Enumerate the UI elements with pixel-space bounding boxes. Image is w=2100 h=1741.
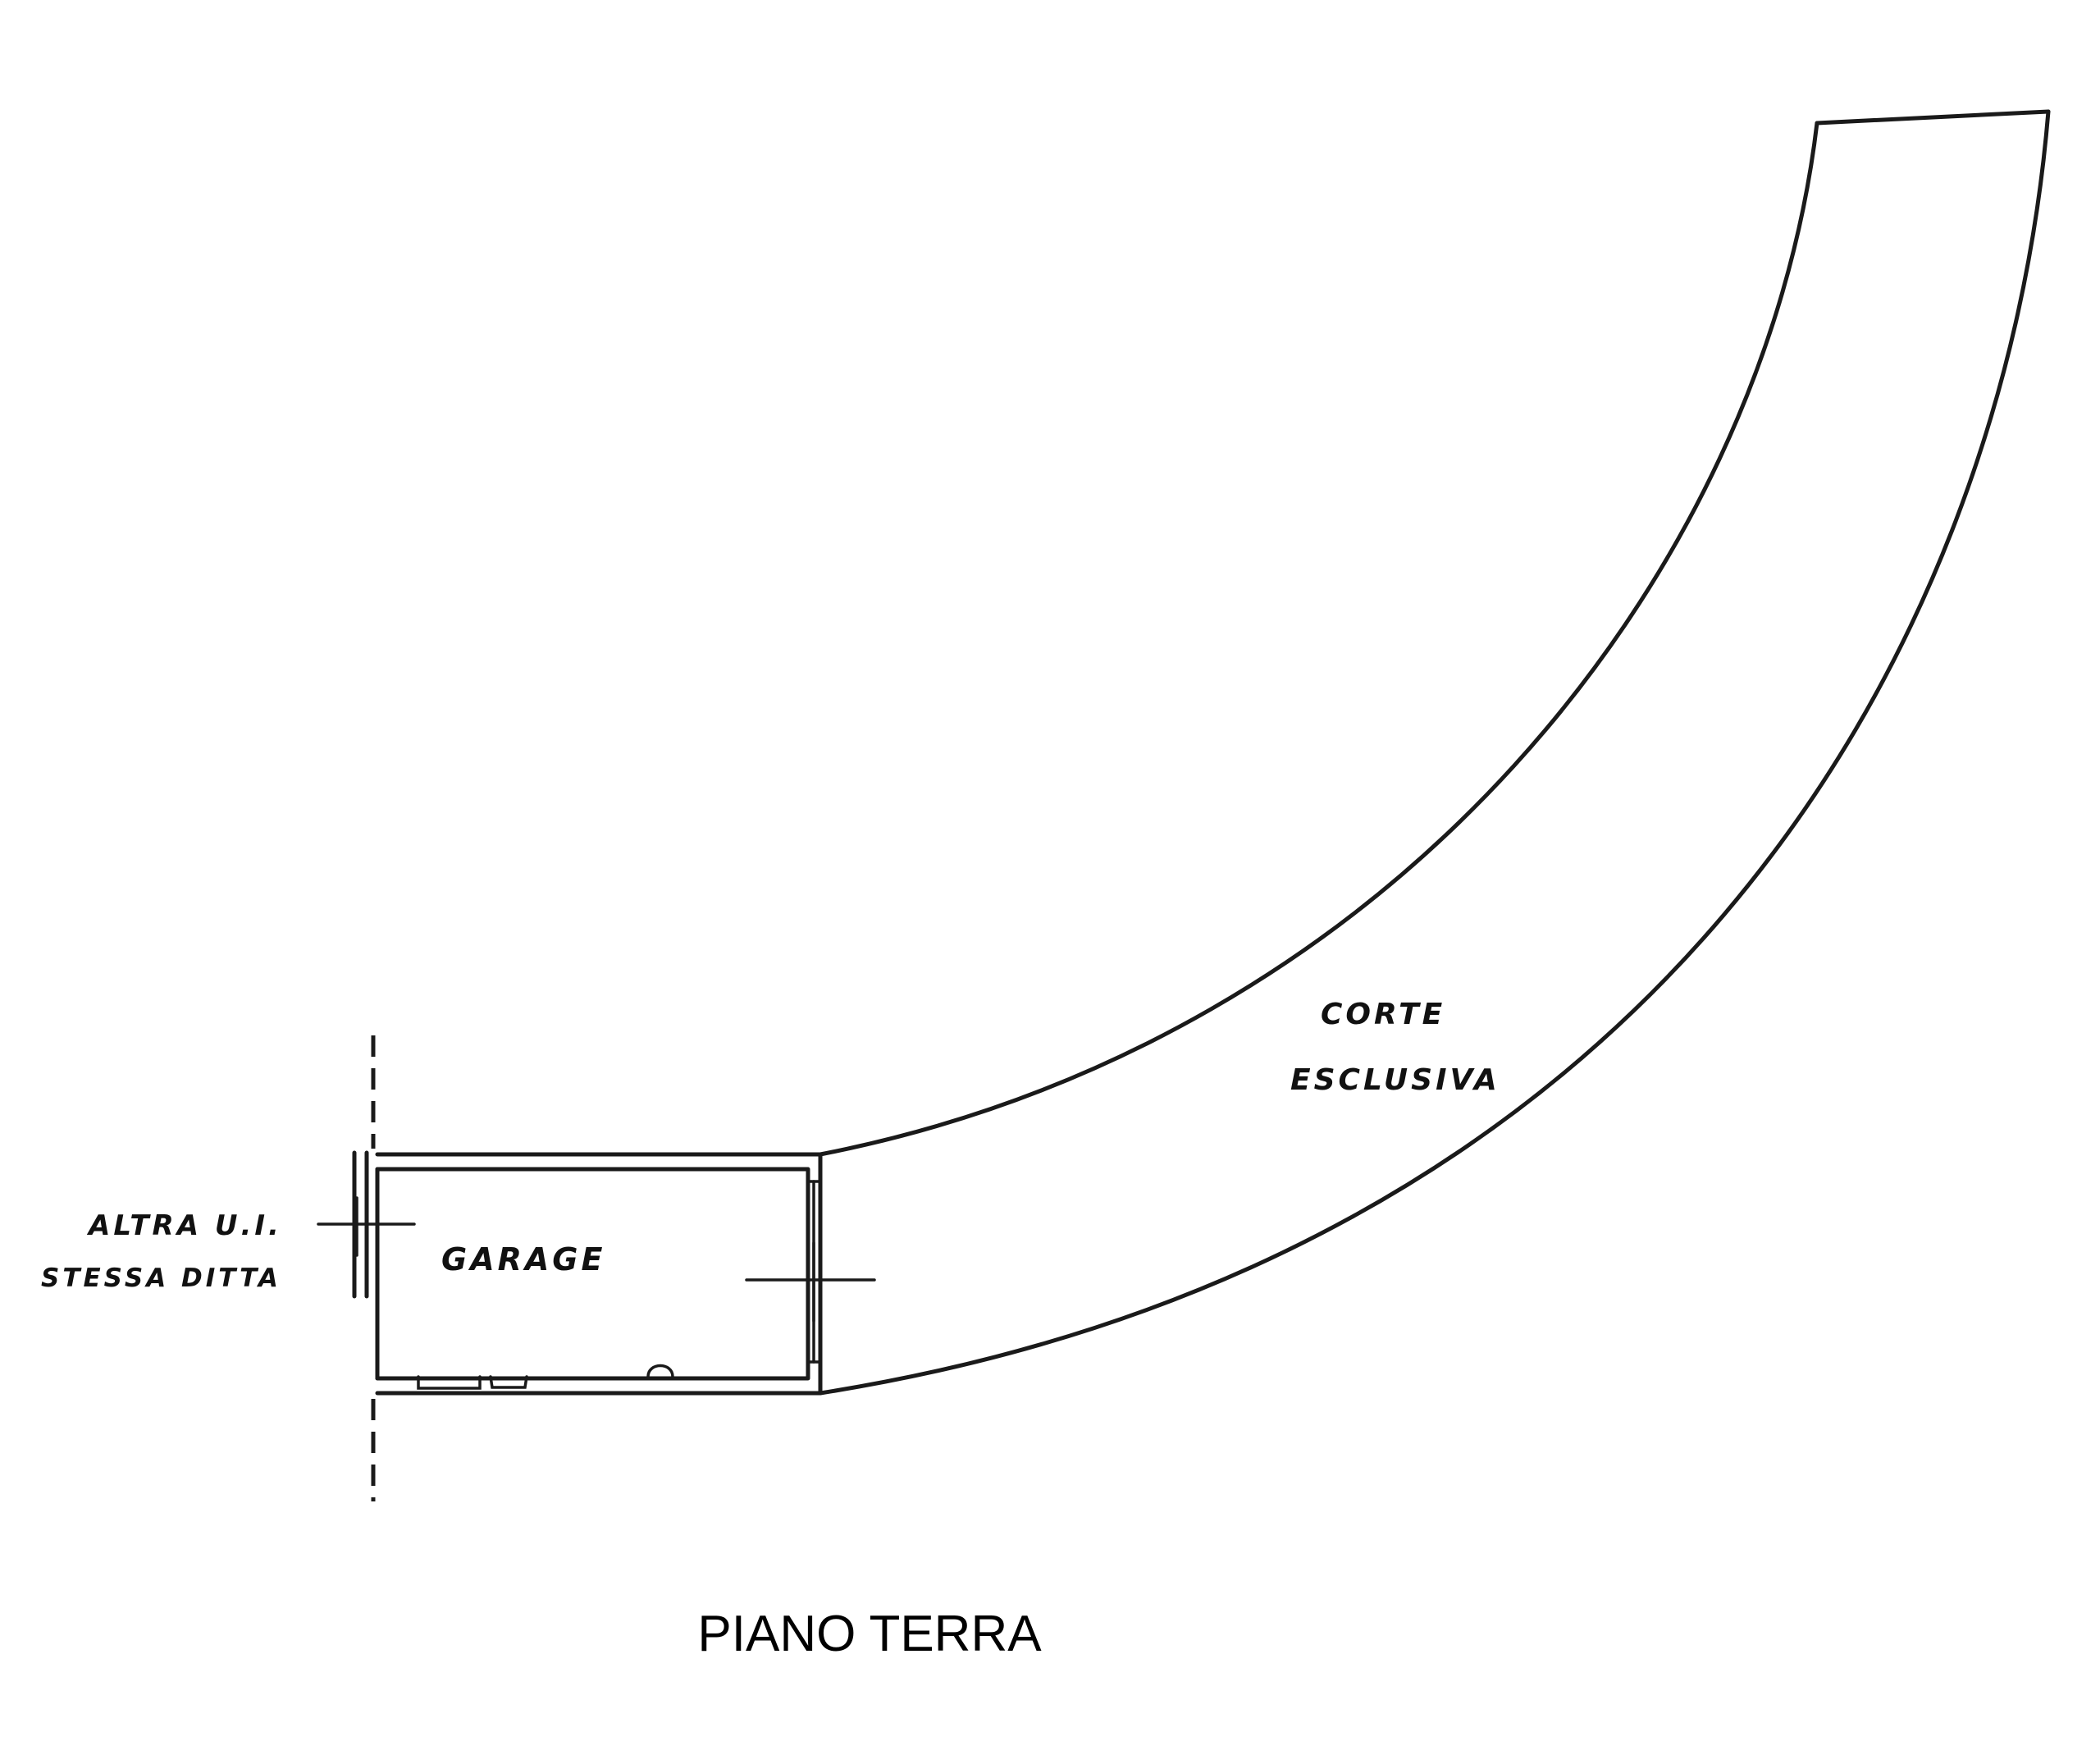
courtyard-inner-curve: [818, 121, 1819, 1157]
garage-window-2: [489, 1375, 528, 1389]
courtyard-outer-curve: [818, 109, 2051, 1396]
garage-window-1: [417, 1375, 482, 1390]
access-markers: [317, 1196, 876, 1323]
garage-window-3: [646, 1364, 674, 1378]
corte-label-line2: ESCLUSIVA: [1290, 1063, 1500, 1097]
adjacent-unit-label-line1: ALTRA U.I.: [86, 1209, 282, 1242]
courtyard-top-edge: [1815, 109, 2051, 126]
garage-unit: [375, 1152, 823, 1396]
courtyard-outline: [818, 109, 2051, 1396]
floor-caption: PIANO TERRA: [697, 1606, 1042, 1662]
garage-inner-outline: [375, 1167, 810, 1381]
corte-label-line1: CORTE: [1321, 998, 1445, 1031]
adjacent-unit-label-line2: STESSA DITTA: [41, 1263, 281, 1293]
adjacent-unit-wall: [352, 1035, 376, 1501]
garage-label: GARAGE: [441, 1241, 605, 1277]
